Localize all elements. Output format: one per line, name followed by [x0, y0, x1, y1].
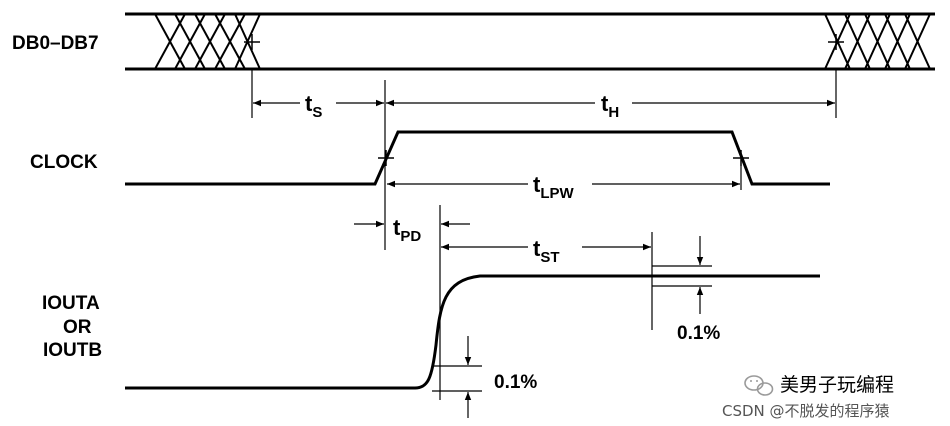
watermark-csdn: CSDN @不脱发的程序猿 [722, 402, 890, 420]
label-tst: tST [533, 236, 560, 266]
label-ts: tS [305, 91, 322, 121]
label-lower-tolerance: 0.1% [494, 372, 537, 393]
label-ioutb: IOUTB [43, 340, 102, 361]
label-iouta: IOUTA [42, 293, 100, 314]
label-db0-db7: DB0–DB7 [12, 33, 99, 54]
watermark-title: 美男子玩编程 [780, 374, 894, 396]
tpd-dimension [354, 160, 470, 400]
upper-tolerance-band [652, 236, 712, 314]
tst-dimension [441, 232, 653, 330]
lower-tolerance-band [432, 336, 482, 418]
wechat-icon [744, 375, 774, 396]
label-tlpw: tLPW [533, 172, 574, 202]
label-or: OR [63, 317, 92, 338]
clock-waveform [125, 130, 830, 186]
ts-th-dimension [251, 70, 837, 160]
label-clock: CLOCK [30, 152, 98, 173]
data-bus-waveform [125, 12, 935, 71]
label-tpd: tPD [393, 215, 421, 245]
iout-waveform [125, 274, 820, 390]
label-th: tH [601, 91, 619, 121]
label-upper-tolerance: 0.1% [677, 323, 720, 344]
tlpw-dimension [387, 166, 742, 190]
